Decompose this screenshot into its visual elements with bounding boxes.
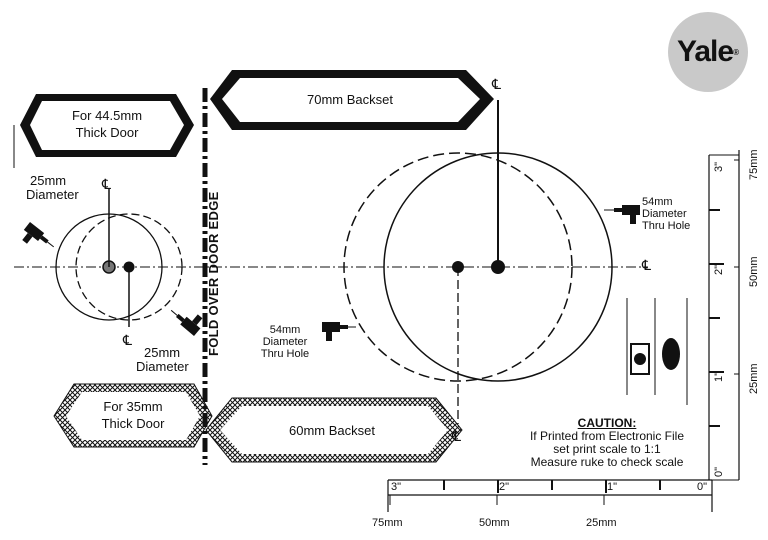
drill-icon bbox=[322, 322, 356, 341]
yale-logo: Yale® bbox=[668, 12, 748, 92]
centerline-symbol: ℄ bbox=[123, 333, 132, 349]
label-44-5mm-line1: For 44.5mm bbox=[71, 108, 143, 123]
trademark-mark: ® bbox=[733, 47, 739, 57]
hruler-inch-2: 2" bbox=[499, 481, 510, 493]
centerline-symbol: ℄ bbox=[452, 429, 461, 445]
vruler-inch-3: 3" bbox=[713, 161, 725, 172]
label-70mm-backset: 70mm Backset bbox=[307, 92, 393, 107]
hruler-mm-75: 75mm bbox=[372, 517, 403, 529]
caution-line2: set print scale to 1:1 bbox=[553, 442, 661, 456]
label-25mm-top: 25mm Diameter bbox=[26, 173, 79, 202]
centerline-symbol: ℄ bbox=[492, 77, 501, 93]
label-35mm: For 35mm Thick Door bbox=[78, 400, 188, 431]
label-25mm-bottom-line2: Diameter bbox=[136, 359, 189, 374]
caution-line3: Measure ruke to check scale bbox=[530, 455, 684, 469]
drill-icon bbox=[170, 309, 203, 336]
centerline-symbol: ℄ bbox=[642, 258, 651, 274]
label-54mm-left-line1: 54mm bbox=[269, 324, 301, 336]
hruler-inch-3: 3" bbox=[391, 481, 402, 493]
hruler-inch-0: 0" bbox=[697, 481, 708, 493]
label-35mm-line2: Thick Door bbox=[101, 416, 165, 431]
caution-note: CAUTION: If Printed from Electronic File… bbox=[512, 417, 702, 469]
caution-line1: If Printed from Electronic File bbox=[529, 429, 685, 443]
drill-icon bbox=[604, 205, 640, 224]
label-54mm-right: 54mm Diameter Thru Hole bbox=[642, 196, 690, 232]
label-54mm-left: 54mm Diameter Thru Hole bbox=[252, 324, 318, 360]
label-25mm-top-line2: Diameter bbox=[26, 187, 79, 202]
drill-icon bbox=[22, 222, 55, 248]
vruler-mm-75: 75mm bbox=[748, 149, 760, 180]
yale-logo-text: Yale bbox=[677, 35, 734, 68]
hruler-mm-50: 50mm bbox=[479, 517, 510, 529]
horizontal-ruler bbox=[387, 479, 713, 512]
vruler-mm-50: 50mm bbox=[748, 256, 760, 287]
label-44-5mm: For 44.5mm Thick Door bbox=[52, 109, 162, 140]
vruler-inch-1: 1" bbox=[713, 371, 725, 382]
label-35mm-line1: For 35mm bbox=[103, 399, 163, 414]
label-54mm-left-line2: Diameter bbox=[262, 336, 308, 348]
vertical-ruler bbox=[708, 150, 740, 481]
centerline-symbol: ℄ bbox=[102, 177, 111, 193]
fold-over-door-edge-label: FOLD OVER DOOR EDGE bbox=[206, 191, 221, 356]
label-54mm-left-line3: Thru Hole bbox=[260, 348, 310, 360]
latch-illustration bbox=[626, 298, 688, 405]
label-44-5mm-line2: Thick Door bbox=[75, 125, 139, 140]
circle-54mm-dashed bbox=[343, 152, 573, 382]
label-25mm-bottom-line1: 25mm bbox=[144, 345, 181, 360]
label-60mm-backset: 60mm Backset bbox=[289, 423, 375, 438]
label-54mm-right-line2: Diameter bbox=[642, 208, 687, 220]
vruler-inch-2: 2" bbox=[713, 264, 725, 275]
vruler-mm-25: 25mm bbox=[748, 363, 760, 394]
label-54mm-right-line1: 54mm bbox=[642, 196, 673, 208]
caution-title: CAUTION: bbox=[577, 416, 637, 430]
label-25mm-top-line1: 25mm bbox=[30, 173, 67, 188]
hruler-mm-25: 25mm bbox=[586, 517, 617, 529]
vruler-inch-0: 0" bbox=[713, 466, 725, 477]
label-25mm-bottom: 25mm Diameter bbox=[136, 345, 189, 374]
hruler-inch-1: 1" bbox=[607, 481, 618, 493]
circle-25mm-dashed bbox=[75, 213, 183, 321]
label-54mm-right-line3: Thru Hole bbox=[642, 220, 691, 232]
